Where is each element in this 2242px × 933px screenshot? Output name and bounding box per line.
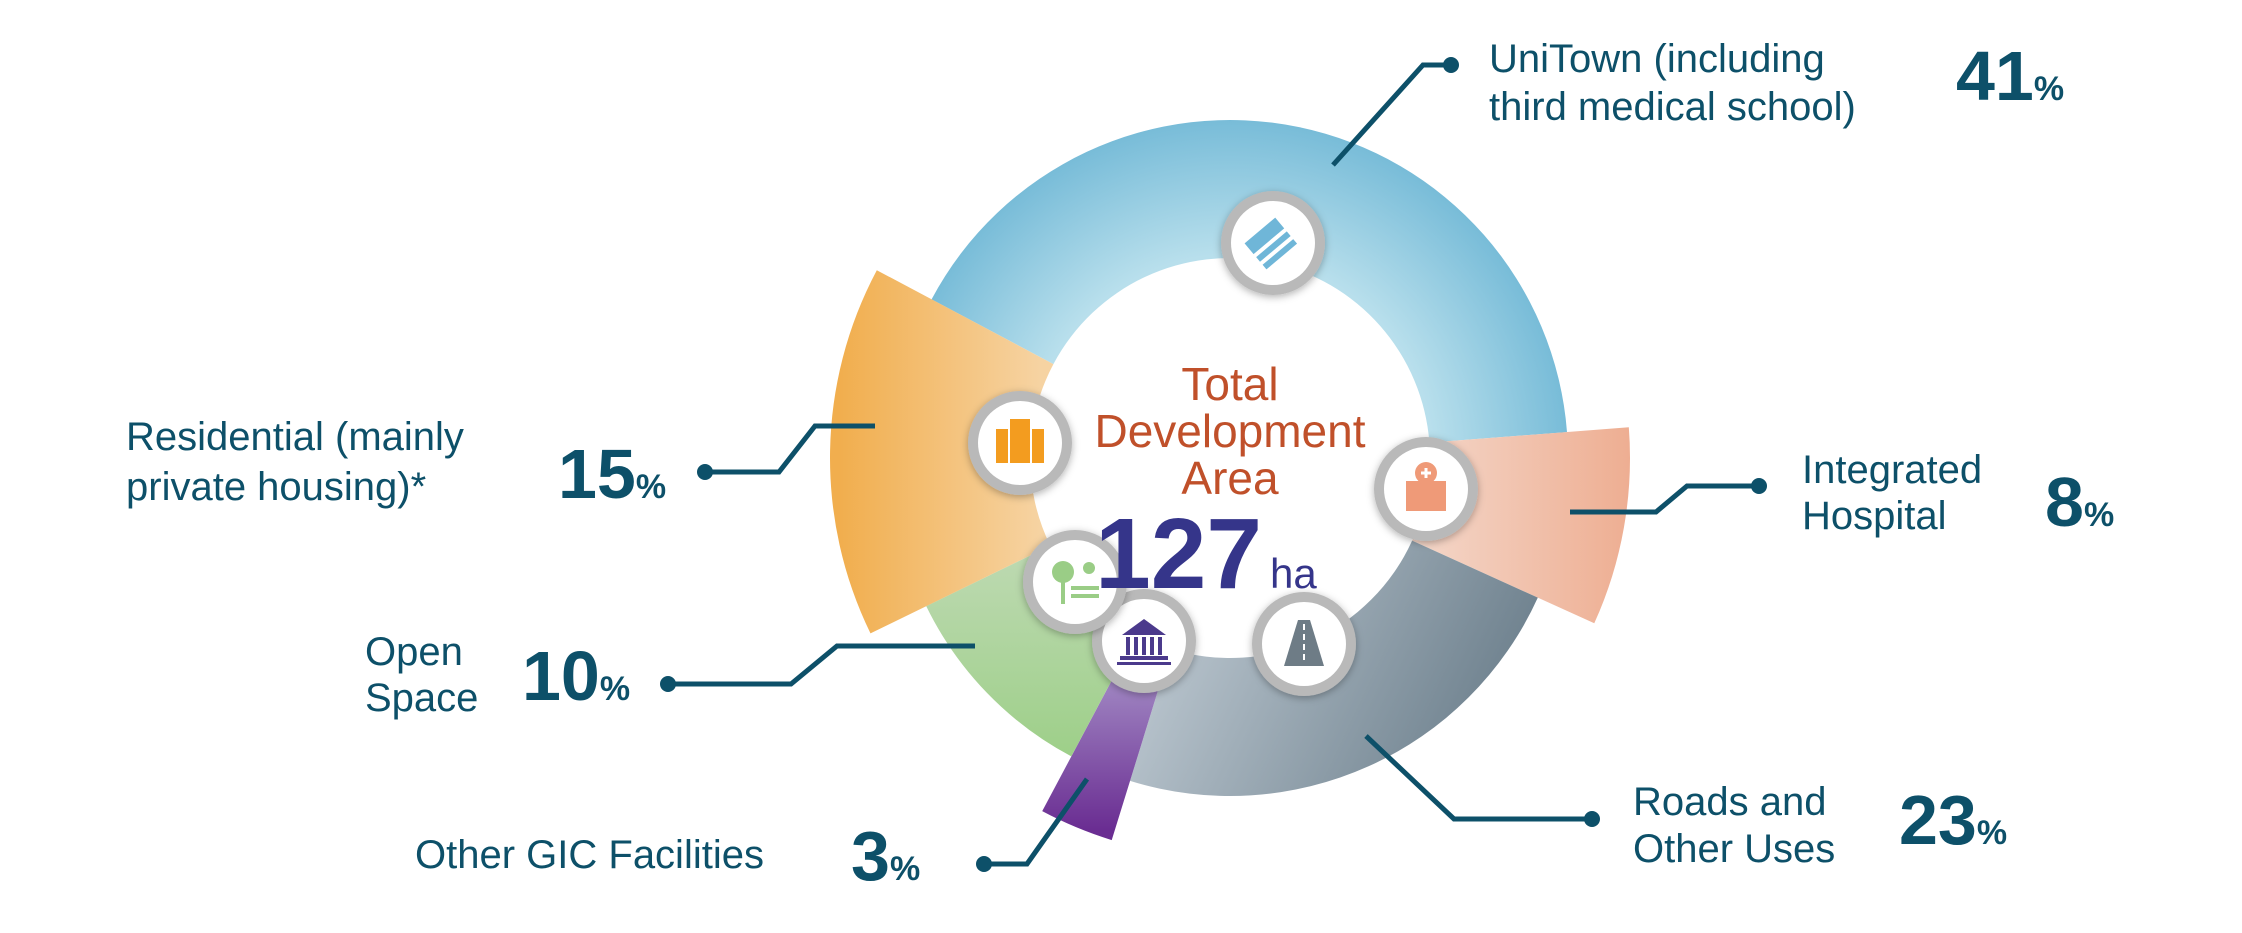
park-bench-icon [1023, 530, 1127, 634]
leader-line [705, 423, 875, 475]
percent-symbol: % [2084, 496, 2114, 534]
category-label-line2: Other Uses [1633, 827, 1835, 871]
category-label-line2: third medical school) [1489, 85, 1856, 129]
road-icon [1252, 592, 1356, 696]
leader-dot [697, 464, 713, 480]
segment-apartment-building [830, 270, 1054, 634]
leader-line [1570, 483, 1759, 515]
category-label-line1: Other GIC Facilities [415, 833, 764, 877]
label-civic-building: Other GIC Facilities 3% [415, 817, 920, 895]
center-title-line2: Development [1094, 405, 1365, 457]
category-label-line2: private housing)* [126, 465, 426, 509]
percent-value: 3% [851, 817, 920, 895]
apartment-building-icon [968, 391, 1072, 495]
category-label-line1: Roads and [1633, 780, 1826, 824]
category-label-line2: Hospital [1802, 494, 1947, 538]
center-title-line1: Total [1181, 358, 1278, 410]
percent-symbol: % [2034, 70, 2064, 108]
category-label-line1: Open [365, 630, 463, 674]
category-label-line1: Residential (mainly [126, 415, 464, 459]
category-label-line2: Space [365, 676, 478, 720]
civic-building-icon [1092, 589, 1196, 693]
leader-dot [660, 676, 676, 692]
leader-line [984, 777, 1090, 867]
leader-dot [1751, 478, 1767, 494]
leader-line [1331, 62, 1451, 167]
total-area-value: 127 [1095, 498, 1262, 610]
percent-value: 10% [522, 637, 630, 715]
category-label-line1: UniTown (including [1489, 37, 1825, 81]
hospital-icon [1374, 437, 1478, 541]
leader-dot [1443, 57, 1459, 73]
percent-value: 8% [2045, 463, 2114, 541]
percent-value: 23% [1899, 781, 2007, 859]
category-label-line1: Integrated [1802, 448, 1982, 492]
leader-dot [1584, 811, 1600, 827]
percent-symbol: % [1977, 814, 2007, 852]
leader-dot [976, 856, 992, 872]
center-title-line3: Area [1181, 452, 1279, 504]
label-apartment-building: Residential (mainly private housing)* 15% [126, 415, 666, 513]
books-icon [1221, 191, 1325, 295]
percent-symbol: % [636, 468, 666, 506]
percent-symbol: % [600, 670, 630, 708]
percent-value: 15% [558, 435, 666, 513]
total-area-unit: ha [1270, 550, 1317, 597]
percent-symbol: % [890, 850, 920, 888]
percent-value: 41% [1956, 37, 2064, 115]
segment-books [931, 119, 1568, 443]
leader-line [1364, 734, 1592, 822]
leader-line [668, 643, 975, 687]
